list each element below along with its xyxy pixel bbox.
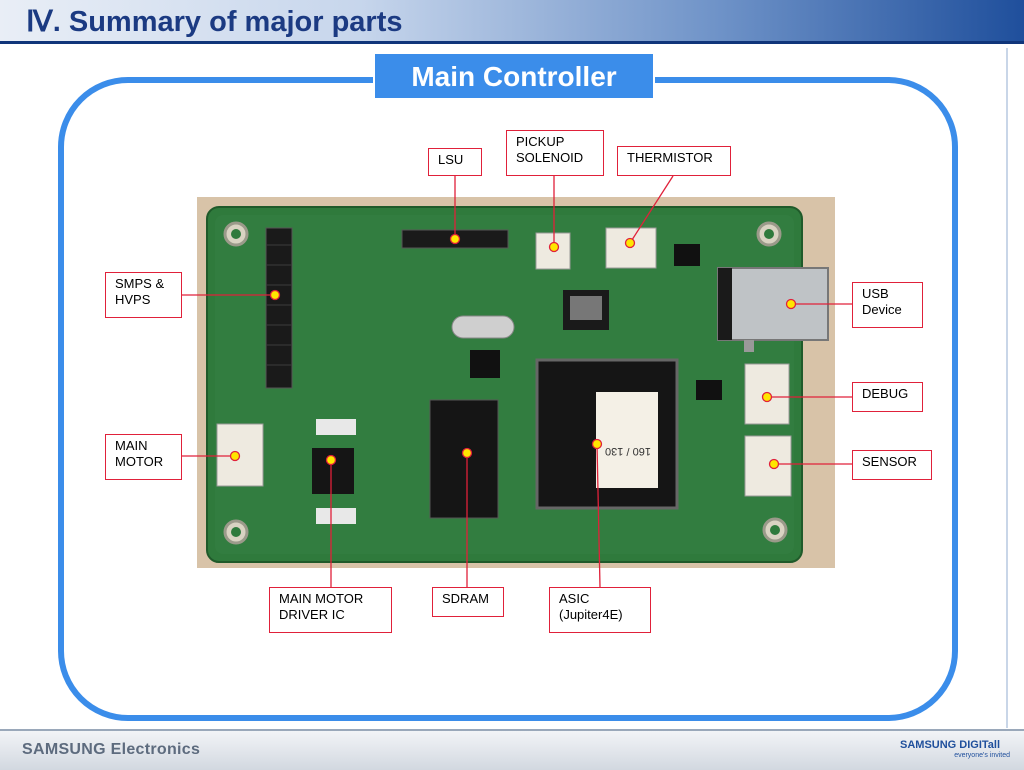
footer-brand-right: SAMSUNG DIGITall [900,739,1001,751]
sensor-connector [744,435,792,497]
footer-tagline: everyone's invited [954,752,1010,759]
label-pickup-solenoid: PICKUP SOLENOID [506,130,604,176]
small-chip [470,350,500,378]
footer-brand-left: SAMSUNG Electronics [22,741,201,758]
marker-lsu [449,233,461,245]
mounting-hole [223,221,788,545]
title-bar: Ⅳ. Summary of major parts [0,0,1024,44]
marker-debug [761,391,773,403]
label-lsu: LSU [428,148,482,176]
label-main-motor: MAIN MOTOR [105,434,182,480]
smps-connector [265,227,293,389]
marker-sensor [768,458,780,470]
markers [229,233,797,470]
marker-usb [785,298,797,310]
marker-thermistor [624,237,636,249]
label-sensor: SENSOR [852,450,932,480]
title-numeral: Ⅳ [26,6,53,38]
marker-driver [325,454,337,466]
label-asic: ASIC (Jupiter4E) [549,587,651,633]
marker-sdram [461,447,473,459]
right-edge-strip [1006,48,1008,728]
footer-logo-right: SAMSUNG DIGITall everyone's invited [900,739,1010,763]
label-usb-device: USB Device [852,282,923,328]
marker-main-motor [229,450,241,462]
small-ic [674,244,700,266]
title-underline [0,41,1024,44]
marker-smps [269,289,281,301]
motor-driver-chip [312,448,354,494]
label-sdram: SDRAM [432,587,504,617]
footer: SAMSUNG Electronics SAMSUNG DIGITall eve… [0,729,1024,770]
section-title: Main Controller [373,52,655,100]
crystal [451,315,515,339]
label-main-motor-driver-ic: MAIN MOTOR DRIVER IC [269,587,392,633]
leader-lines [182,175,852,588]
sdram-chip [429,399,499,519]
title-text: . Summary of major parts [52,6,403,38]
label-debug: DEBUG [852,382,923,412]
marker-asic [591,438,603,450]
label-smps-hvps: SMPS & HVPS [105,272,182,318]
marker-pickup [548,241,560,253]
label-thermistor: THERMISTOR [617,146,731,176]
slide-title: Ⅳ. Summary of major parts [26,4,402,39]
svg-text:160 / 130: 160 / 130 [605,445,651,457]
